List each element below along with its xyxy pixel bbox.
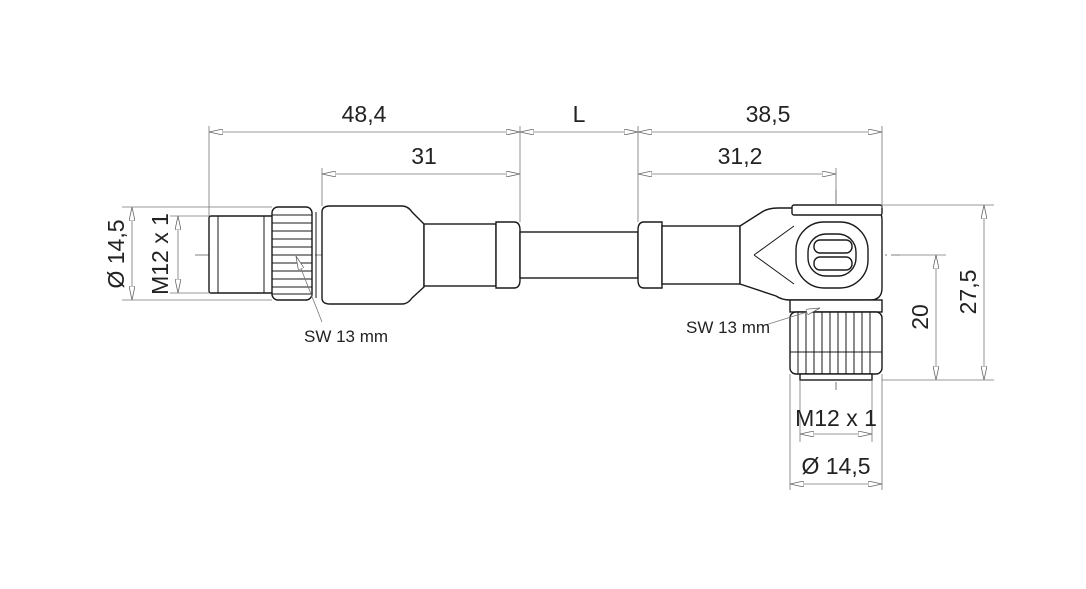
right-angled-connector [637, 204, 883, 381]
dim-left-body: 31 [411, 143, 437, 169]
callout-leaders [296, 256, 820, 327]
knurl-lines-left [272, 214, 312, 295]
callout-labels: SW 13 mm SW 13 mm [304, 318, 770, 346]
left-straight-connector [208, 205, 521, 305]
dim-right-body: 31,2 [718, 143, 763, 169]
dim-left-diameter: Ø 14,5 [103, 219, 129, 288]
dimension-labels: 48,4 L 38,5 31 31,2 Ø 14,5 M12 x 1 27,5 … [103, 101, 981, 479]
dim-left-thread: M12 x 1 [147, 213, 173, 295]
dim-cable-length: L [573, 101, 586, 127]
dim-right-diameter: Ø 14,5 [801, 453, 870, 479]
dim-left-total: 48,4 [342, 101, 387, 127]
cable [519, 231, 639, 279]
knurl-lines-right [790, 312, 882, 374]
dimension-lines [132, 132, 984, 484]
dim-right-total: 38,5 [746, 101, 791, 127]
dim-right-thread: M12 x 1 [795, 405, 877, 431]
callout-left-wrench: SW 13 mm [304, 327, 388, 346]
dim-right-height-total: 27,5 [955, 270, 981, 315]
dim-right-height: 20 [907, 304, 933, 330]
callout-right-wrench: SW 13 mm [686, 318, 770, 337]
